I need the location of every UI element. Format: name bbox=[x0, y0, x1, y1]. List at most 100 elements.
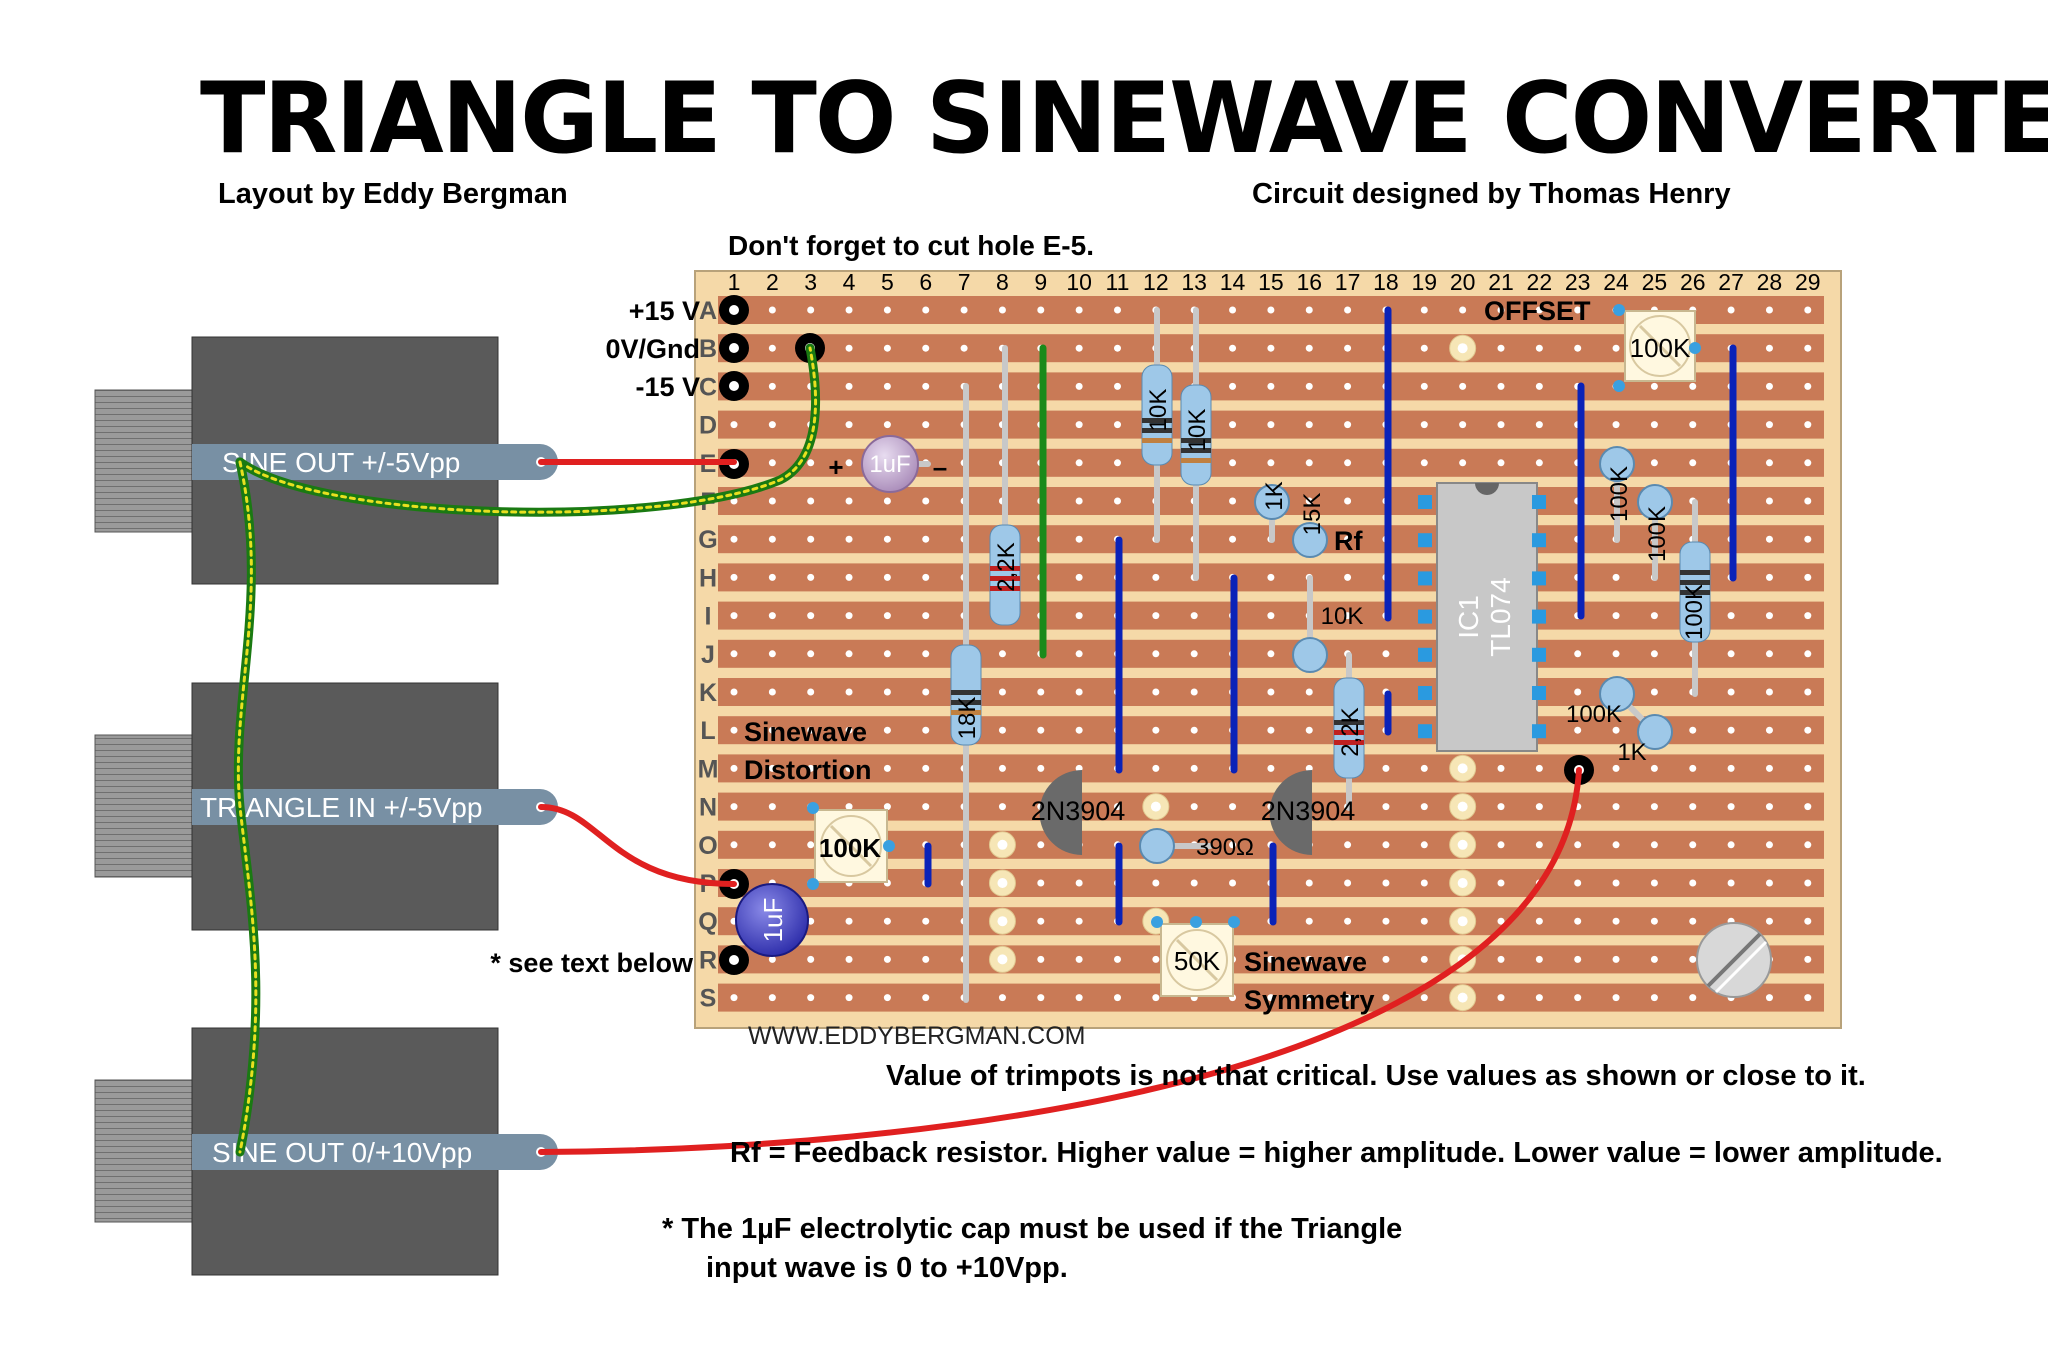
ic-notch bbox=[1475, 483, 1499, 495]
board-hole bbox=[1650, 841, 1658, 849]
jack-lug bbox=[192, 444, 558, 480]
board-hole bbox=[1804, 421, 1812, 429]
board-hole bbox=[1727, 650, 1735, 658]
rf-note: Rf = Feedback resistor. Higher value = h… bbox=[730, 1137, 1943, 1169]
board-hole bbox=[1804, 612, 1812, 620]
column-number: 7 bbox=[958, 269, 971, 295]
board-hole bbox=[1612, 726, 1620, 734]
board-hole bbox=[1190, 726, 1198, 734]
board-hole bbox=[1765, 382, 1773, 390]
board-hole bbox=[1420, 879, 1428, 887]
row-letter: A bbox=[699, 297, 717, 325]
board-hole bbox=[807, 497, 815, 505]
board-hole bbox=[1765, 573, 1773, 581]
board-hole bbox=[1727, 841, 1735, 849]
board-hole bbox=[768, 459, 776, 467]
board-hole bbox=[730, 994, 738, 1002]
resistor-value: 2,2K bbox=[1337, 707, 1364, 756]
ic-pin bbox=[1418, 495, 1432, 509]
board-hole bbox=[1497, 421, 1505, 429]
board-hole bbox=[1267, 955, 1275, 963]
board-hole bbox=[845, 764, 853, 772]
resistor-value: 1K bbox=[1617, 739, 1646, 766]
resistor-value: 100K bbox=[1644, 506, 1671, 562]
board-hole bbox=[922, 344, 930, 352]
jack-lug bbox=[192, 789, 558, 825]
board-hole bbox=[1114, 803, 1121, 811]
board-hole bbox=[1420, 994, 1428, 1002]
power-label-plus15: +15 V bbox=[629, 296, 700, 326]
ic-pin bbox=[1532, 724, 1546, 739]
board-hole bbox=[768, 344, 776, 352]
board-hole bbox=[845, 726, 853, 734]
board-hole bbox=[1114, 382, 1121, 390]
board-hole bbox=[1344, 421, 1352, 429]
board-hole bbox=[1765, 688, 1773, 696]
board-hole bbox=[1267, 688, 1275, 696]
board-hole bbox=[845, 994, 853, 1002]
board-hole bbox=[1152, 573, 1160, 581]
board-hole bbox=[1267, 726, 1275, 734]
board-hole bbox=[1612, 421, 1620, 429]
board-hole bbox=[1305, 421, 1313, 429]
board-hole bbox=[1804, 306, 1812, 314]
board-hole bbox=[1650, 688, 1658, 696]
board-hole bbox=[883, 764, 891, 772]
cap-note-line2: input wave is 0 to +10Vpp. bbox=[706, 1252, 1068, 1284]
board-hole bbox=[807, 764, 815, 772]
capacitor-1uf-film: 1uF + – bbox=[828, 435, 947, 493]
board-hole bbox=[1727, 726, 1735, 734]
board-hole bbox=[1382, 994, 1390, 1002]
board-hole bbox=[1765, 421, 1773, 429]
board-hole bbox=[1267, 994, 1275, 1002]
board-hole bbox=[730, 803, 738, 811]
board-hole bbox=[1535, 764, 1543, 772]
column-number: 21 bbox=[1488, 269, 1514, 295]
board-hole bbox=[1765, 917, 1773, 925]
board-hole bbox=[1650, 650, 1658, 658]
board-hole bbox=[1037, 879, 1045, 887]
cap-plus-sign: + bbox=[828, 452, 843, 482]
board-hole bbox=[1344, 306, 1352, 314]
board-hole bbox=[1267, 612, 1275, 620]
board-hole bbox=[1075, 382, 1083, 390]
jack-label: TRIANGLE IN +/-5Vpp bbox=[200, 792, 482, 823]
board-hole bbox=[1229, 421, 1237, 429]
resistor-value: 10K bbox=[1184, 409, 1211, 452]
board-hole bbox=[1727, 612, 1735, 620]
board-hole bbox=[1574, 879, 1582, 887]
board-hole bbox=[1497, 955, 1505, 963]
board-hole bbox=[1037, 726, 1045, 734]
resistor-value: 100K bbox=[1681, 584, 1708, 640]
board-hole bbox=[1765, 841, 1773, 849]
board-hole bbox=[1612, 612, 1620, 620]
power-label-gnd: 0V/Gnd bbox=[605, 334, 700, 364]
board-hole bbox=[1497, 459, 1505, 467]
column-number: 22 bbox=[1527, 269, 1553, 295]
board-hole bbox=[1765, 497, 1773, 505]
board-hole bbox=[1497, 917, 1505, 925]
row-letter: K bbox=[699, 679, 717, 707]
trimpot-100k-offset: 100K bbox=[1613, 304, 1701, 392]
board-hole bbox=[1382, 879, 1390, 887]
column-number: 6 bbox=[919, 269, 932, 295]
transistor-q1: 2N3904 bbox=[1031, 770, 1125, 855]
board-hole bbox=[845, 382, 853, 390]
column-number: 14 bbox=[1220, 269, 1246, 295]
board-hole bbox=[1804, 879, 1812, 887]
column-number: 15 bbox=[1258, 269, 1284, 295]
board-hole bbox=[1574, 650, 1582, 658]
board-hole bbox=[845, 612, 853, 620]
board-hole bbox=[1497, 344, 1505, 352]
symmetry-label-1: Sinewave bbox=[1244, 947, 1367, 977]
board-hole bbox=[1497, 382, 1505, 390]
board-hole bbox=[1420, 306, 1428, 314]
board-hole bbox=[1267, 344, 1275, 352]
board-hole bbox=[883, 573, 891, 581]
resistor-100k: 100K bbox=[1679, 541, 1711, 643]
board-hole bbox=[997, 954, 1008, 965]
board-hole bbox=[768, 306, 776, 314]
board-hole bbox=[1075, 994, 1083, 1002]
row-letter: G bbox=[698, 526, 717, 554]
board-hole bbox=[1535, 459, 1543, 467]
